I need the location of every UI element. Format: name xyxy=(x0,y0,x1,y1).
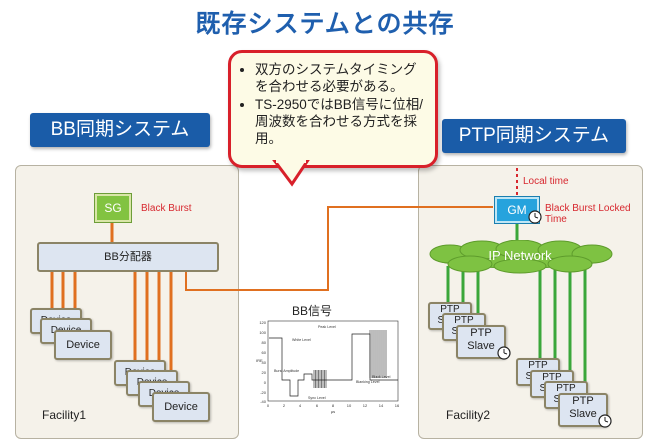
x-tick-label: 10 xyxy=(347,403,352,408)
callout-box: 双方のシステムタイミングを合わせる必要がある。 TS-2950ではBB信号に位相… xyxy=(228,50,438,168)
y-tick-label: 60 xyxy=(262,350,267,355)
bb-signal-chart: 120 100 80 60 40 20 0 -20 -40 IRE 0 2 4 … xyxy=(252,318,402,414)
annotation-label: Burst Amplitude xyxy=(274,369,299,373)
ptp-label: PTP xyxy=(542,372,562,383)
y-tick-label: 20 xyxy=(262,370,267,375)
ptp-label: PTP xyxy=(454,315,474,326)
x-tick-label: 2 xyxy=(283,403,286,408)
y-tick-label: 80 xyxy=(262,340,267,345)
ptp-label: PTP xyxy=(572,395,594,407)
clock-icon xyxy=(528,210,542,224)
black-burst-label: Black Burst xyxy=(141,203,192,214)
bb-signal-title: BB信号 xyxy=(292,304,333,318)
bb-distributor: BB分配器 xyxy=(37,242,219,272)
y-tick-label: -20 xyxy=(260,390,267,395)
callout-pointer xyxy=(272,160,310,187)
y-tick-label: 120 xyxy=(259,320,266,325)
ptp-system-label: PTP同期システム xyxy=(442,119,626,153)
ptp-label: PTP xyxy=(556,383,576,394)
burst-group-2 xyxy=(369,330,387,378)
facility1-label: Facility1 xyxy=(42,408,87,422)
slave-label: Slave xyxy=(467,340,495,352)
x-tick-label: 14 xyxy=(379,403,384,408)
x-tick-label: 0 xyxy=(267,403,270,408)
clock-icon xyxy=(598,414,612,428)
y-tick-label: 0 xyxy=(264,380,267,385)
slave-label: Slave xyxy=(569,408,597,420)
x-tick-label: 8 xyxy=(332,403,335,408)
x-axis-label: μs xyxy=(331,409,335,414)
bb-system-label: BB同期システム xyxy=(30,113,210,147)
clock-icon xyxy=(497,346,511,360)
y-axis-label: IRE xyxy=(256,358,263,363)
ptp-label: PTP xyxy=(470,327,492,339)
ptp-slave-box: PTP Slave xyxy=(456,325,506,359)
annotation-label: Black Level xyxy=(372,375,391,379)
ptp-label: PTP xyxy=(528,360,548,371)
x-tick-label: 12 xyxy=(363,403,368,408)
local-time-label: Local time xyxy=(523,176,569,187)
burst-group-1 xyxy=(313,370,327,388)
x-tick-label: 16 xyxy=(395,403,400,408)
annotation-label: Blanking Level xyxy=(356,380,380,384)
ptp-label: PTP xyxy=(440,304,460,315)
device-box: Device xyxy=(152,392,210,422)
sg-box: SG xyxy=(94,193,132,223)
facility2-label: Facility2 xyxy=(446,408,491,422)
ip-network-label: IP Network xyxy=(488,248,552,263)
gm-signal-label-line1: Black Burst Locked xyxy=(545,203,631,214)
x-tick-label: 6 xyxy=(316,403,319,408)
bb-to-gm-wire xyxy=(185,206,493,291)
gm-signal-label: Black Burst Locked Time xyxy=(545,203,631,225)
y-tick-label: -40 xyxy=(260,399,267,404)
annotation-label: White Level xyxy=(292,338,311,342)
y-tick-label: 100 xyxy=(259,330,266,335)
ip-network-cloud xyxy=(429,240,613,274)
annotation-label: Sync Level xyxy=(308,396,326,400)
page-title: 既存システムとの共存 xyxy=(195,10,455,38)
callout-bullet-1: 双方のシステムタイミングを合わせる必要がある。 xyxy=(255,61,425,95)
annotation-label: Peak Level xyxy=(318,325,336,329)
device-box: Device xyxy=(54,330,112,360)
gm-signal-label-line2: Time xyxy=(545,214,567,225)
callout-bullet-2: TS-2950ではBB信号に位相/周波数を合わせる方式を採用。 xyxy=(255,96,425,147)
y-tick-label: 40 xyxy=(262,360,267,365)
chart-frame xyxy=(267,320,399,402)
bb-waveform xyxy=(269,333,398,397)
x-tick-label: 4 xyxy=(299,403,302,408)
